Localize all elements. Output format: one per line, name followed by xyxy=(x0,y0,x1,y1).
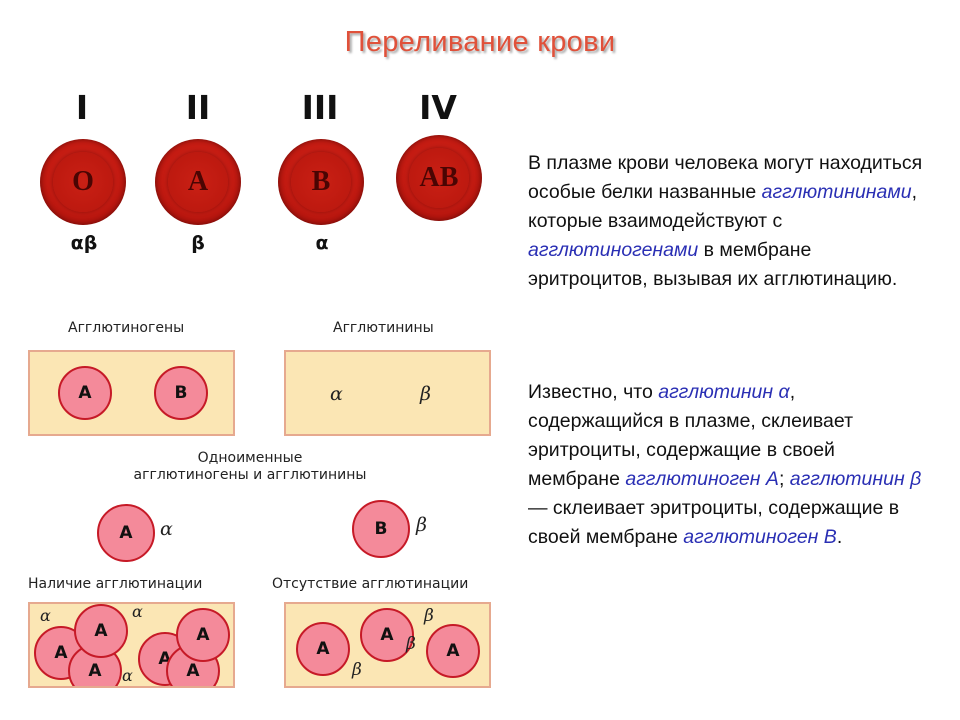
agglutinogens-panel: A B xyxy=(28,350,235,436)
absence-caption: Отсутствие агглютинации xyxy=(272,576,469,592)
p2-term-agglutinin-alpha: агглютинин α xyxy=(658,381,790,403)
group-roman-4: IV xyxy=(419,88,457,127)
pair-b-cell: B xyxy=(352,500,410,558)
p1-text-b: , которые взаимодействуют с xyxy=(528,181,918,232)
cluster-cell-2: A xyxy=(68,644,122,686)
free-cell-3: A xyxy=(426,624,480,678)
free-cell-1: A xyxy=(296,622,350,676)
p2-text-a: Известно, что xyxy=(528,381,659,403)
agglutinins-panel: α β xyxy=(284,350,491,436)
pair-alpha: α xyxy=(160,518,173,540)
p2-term-agglutinogen-b: агглютиноген В xyxy=(683,526,837,548)
cluster-alpha-1: α xyxy=(40,606,51,625)
agglutination-absent-panel: A A A β β β xyxy=(284,602,491,688)
agglutinogen-a-cell: A xyxy=(58,366,112,420)
antigen-label: O xyxy=(72,166,94,197)
presence-caption: Наличие агглютинации xyxy=(28,576,203,592)
p1-term-agglutinogens: агглютиногенами xyxy=(528,239,699,261)
group-roman-1: I xyxy=(75,88,89,127)
p2-text-e: . xyxy=(836,526,843,548)
same-name-caption-line2: агглютиногены и агглютинины xyxy=(133,467,367,483)
p2-text-d: — склеивает эритроциты, содержащие в сво… xyxy=(528,497,900,548)
same-name-caption-line1: Одноименные xyxy=(197,450,303,466)
p1-text-a: В плазме крови человека могут находиться… xyxy=(528,152,923,203)
same-name-caption: Одноименные агглютиногены и агглютинины xyxy=(80,450,420,484)
cluster-cell-3: A xyxy=(74,604,128,658)
pair-a-cell: A xyxy=(97,504,155,562)
agglutinin-alpha: α xyxy=(330,383,343,405)
agglutinogens-caption: Агглютиногены xyxy=(68,320,185,336)
agglutinins-caption: Агглютинины xyxy=(333,320,434,336)
blood-cell-group-3: B xyxy=(278,139,364,225)
agglutination-present-panel: α α α A A A A A A xyxy=(28,602,235,688)
pair-beta: β xyxy=(416,514,427,536)
blood-cell-group-4: AB xyxy=(396,135,482,221)
explanation-paragraph-2: Известно, что агглютинин α, содержащийся… xyxy=(528,378,928,552)
free-beta-2: β xyxy=(406,634,416,654)
free-beta-3: β xyxy=(352,660,362,680)
p2-term-agglutinin-beta: агглютинин β xyxy=(789,468,922,490)
blood-cell-group-2: A xyxy=(155,139,241,225)
antigen-label: A xyxy=(187,166,209,197)
agglutinogen-b-cell: B xyxy=(154,366,208,420)
explanation-paragraph-1: В плазме крови человека могут находиться… xyxy=(528,149,928,294)
antigen-label: AB xyxy=(419,162,459,193)
group-roman-3: III xyxy=(301,88,339,127)
agglutinin-beta: β xyxy=(420,383,431,405)
antigen-label: B xyxy=(311,166,331,197)
p1-term-agglutinins: агглютининами xyxy=(761,181,912,203)
free-cell-2: A xyxy=(360,608,414,662)
p2-term-agglutinogen-a: агглютиноген А xyxy=(625,468,779,490)
antibodies-group-2: β xyxy=(191,232,205,254)
blood-cell-group-1: O xyxy=(40,139,126,225)
free-beta-1: β xyxy=(424,606,434,626)
p2-text-c: ; xyxy=(778,468,790,490)
group-roman-2: II xyxy=(185,88,211,127)
antibodies-group-1: αβ xyxy=(70,232,98,254)
p2-text-b: , содержащийся в плазме, склеивает эритр… xyxy=(528,381,853,490)
cluster-alpha-3: α xyxy=(122,666,133,685)
cluster-alpha-2: α xyxy=(132,602,143,621)
antibodies-group-3: α xyxy=(315,232,329,254)
page-title: Переливание крови xyxy=(344,26,616,58)
cluster-cell-6: A xyxy=(176,608,230,662)
p1-text-c: в мембране эритроцитов, вызывая их агглю… xyxy=(528,239,898,290)
